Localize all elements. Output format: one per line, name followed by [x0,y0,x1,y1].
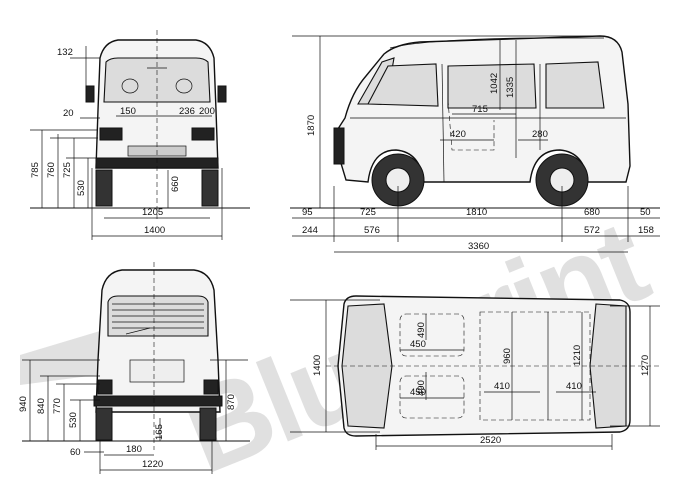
side-dim-50: 50 [640,207,651,218]
front-headlight-right [191,127,215,141]
rear-bumper [93,395,223,407]
rear-wiper [125,327,151,335]
side-dim-1042: 1042 [489,73,500,94]
front-dim-200: 200 [199,106,215,117]
side-dim-572: 572 [584,225,600,236]
side-view: 1870 1042 1335 715 420 280 95 725 1810 6… [290,35,660,253]
front-dim-725: 725 [62,162,73,178]
front-dim-660: 660 [170,176,181,192]
top-dim-1210: 1210 [572,345,583,366]
front-view: 132 150 236 200 20 785 760 725 530 660 1… [30,30,250,240]
rear-dim-840: 840 [36,398,47,414]
rear-dim-940: 940 [18,396,29,412]
rear-wheel-left [95,407,113,441]
rear-light-right [203,379,219,395]
top-dim-1400: 1400 [312,355,323,376]
side-dim-280: 280 [532,129,548,140]
rear-defrost-lines [112,303,204,329]
front-mirror-left [85,85,95,103]
front-dim-1400: 1400 [144,225,165,236]
front-wheel-right [201,169,219,207]
front-dim-1205: 1205 [142,207,163,218]
side-dim-3360: 3360 [468,241,489,252]
side-dim-95: 95 [302,207,313,218]
front-left-headrest [121,78,139,94]
rear-dim-530: 530 [68,412,79,428]
rear-dim-60: 60 [70,447,81,458]
top-dim-490-bottom: 490 [416,380,427,396]
rear-plate [129,359,185,383]
rear-light-left [97,379,113,395]
side-dim-158: 158 [638,225,654,236]
top-dim-490-top: 490 [416,322,427,338]
side-dim-715: 715 [472,104,488,115]
top-front-seat-left [399,313,465,357]
rear-dim-180: 180 [126,444,142,455]
top-body [337,295,631,437]
side-dim-244: 244 [302,225,318,236]
side-dim-420: 420 [450,129,466,140]
top-dim-1270: 1270 [640,355,651,376]
side-dim-1870: 1870 [306,115,317,136]
side-middle-window [447,63,537,109]
front-dim-150: 150 [120,106,136,117]
side-seat-outline [447,99,495,151]
rear-dim-770: 770 [52,398,63,414]
rear-wheel-right [199,407,217,441]
top-dim-450-bottom: 450 [410,387,426,398]
side-dim-725: 725 [360,207,376,218]
top-front-seat-right [399,375,465,419]
front-right-headrest [175,78,193,94]
front-dim-785: 785 [30,162,41,178]
rear-dim-165: 165 [154,424,165,440]
front-mirror-right [217,85,227,103]
side-dim-576: 576 [364,225,380,236]
rear-dim-1220: 1220 [142,459,163,470]
front-dim-132: 132 [57,47,73,58]
top-dim-2520: 2520 [480,435,501,446]
top-dim-960: 960 [502,348,513,364]
side-roof-line [389,37,604,49]
top-dim-410-a: 410 [494,381,510,392]
front-dim-760: 760 [46,162,57,178]
top-view: 1400 490 450 960 1210 1270 490 450 410 4… [290,295,660,450]
front-dim-530: 530 [76,180,87,196]
front-dim-236: 236 [179,106,195,117]
side-dim-1810: 1810 [466,207,487,218]
front-wheel-left [95,169,113,207]
rear-view: 940 840 770 530 870 165 60 180 1220 [18,262,250,474]
rear-body [95,269,221,413]
front-headlight-left [99,127,123,141]
side-dim-1335: 1335 [505,77,516,98]
rear-dim-870: 870 [226,394,237,410]
side-door-line [441,63,445,183]
side-dim-680: 680 [584,207,600,218]
side-rear-window [545,61,605,109]
front-dim-20: 20 [63,108,74,119]
side-front-window [367,63,439,107]
side-front-bumper [333,127,345,165]
top-dim-450-top: 450 [410,339,426,350]
top-dim-410-b: 410 [566,381,582,392]
